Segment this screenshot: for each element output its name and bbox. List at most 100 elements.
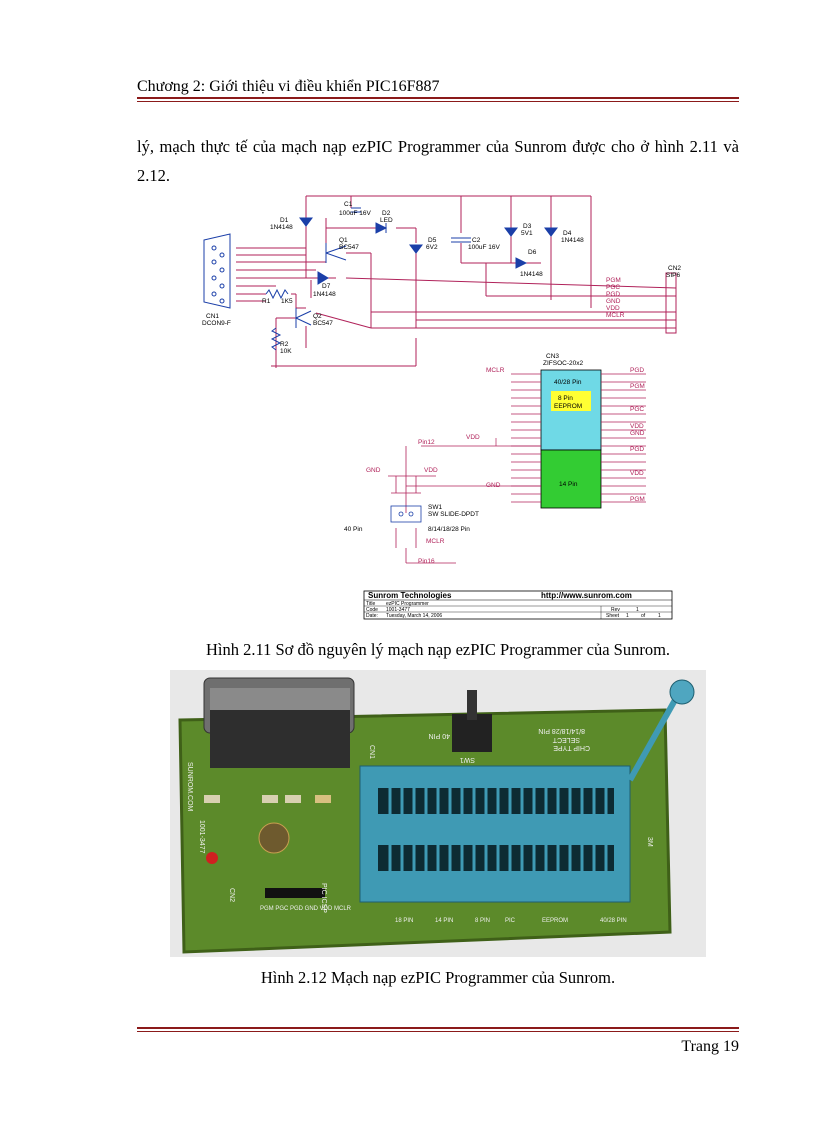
- svg-text:GND: GND: [366, 467, 381, 474]
- svg-text:5V1: 5V1: [521, 230, 533, 237]
- svg-text:D4: D4: [563, 230, 572, 237]
- svg-text:MCLR: MCLR: [606, 312, 625, 319]
- svg-text:CN1: CN1: [206, 313, 219, 320]
- svg-text:8 PIN: 8 PIN: [475, 918, 490, 924]
- svg-text:8 Pin: 8 Pin: [558, 395, 573, 402]
- svg-text:SW1: SW1: [460, 756, 475, 763]
- svg-text:EEPROM: EEPROM: [542, 918, 568, 924]
- pcb-photo: CHIP TYPE SELECT 40 PIN 8/14/18/28 PIN S…: [170, 670, 706, 957]
- svg-text:40/28 PIN: 40/28 PIN: [600, 918, 627, 924]
- svg-text:1N4148: 1N4148: [561, 237, 584, 244]
- svg-text:C2: C2: [472, 237, 481, 244]
- svg-text:PGD: PGD: [630, 367, 644, 374]
- svg-text:ZIFSOC-20x2: ZIFSOC-20x2: [543, 360, 583, 367]
- svg-text:18 PIN: 18 PIN: [395, 918, 413, 924]
- svg-text:PGM: PGM: [606, 277, 621, 284]
- svg-text:1001-3477: 1001-3477: [198, 820, 205, 854]
- svg-text:40/28 Pin: 40/28 Pin: [554, 379, 582, 386]
- running-header: Chương 2: Giới thiệu vi điều khiển PIC16…: [137, 78, 440, 95]
- svg-text:14 PIN: 14 PIN: [435, 918, 453, 924]
- svg-text:D6: D6: [528, 249, 537, 256]
- svg-text:BC547: BC547: [313, 320, 333, 327]
- svg-text:EEPROM: EEPROM: [554, 403, 582, 410]
- svg-text:PGC: PGC: [630, 406, 644, 413]
- footer-rule-thick: [137, 1027, 739, 1029]
- svg-text:CN2: CN2: [668, 265, 681, 272]
- svg-text:SW1: SW1: [428, 504, 442, 511]
- header-rule-thick: [137, 97, 739, 99]
- svg-text:CN3: CN3: [546, 353, 559, 360]
- svg-text:Q2: Q2: [313, 313, 322, 320]
- svg-text:14 Pin: 14 Pin: [559, 481, 578, 488]
- svg-text:1N4148: 1N4148: [520, 271, 543, 278]
- svg-text:10K: 10K: [280, 348, 292, 355]
- svg-text:Q1: Q1: [339, 237, 348, 244]
- svg-text:C1: C1: [344, 201, 353, 208]
- svg-text:Tuesday, March 14, 2006: Tuesday, March 14, 2006: [386, 613, 442, 619]
- svg-text:Pin12: Pin12: [418, 439, 435, 446]
- svg-text:http://www.sunrom.com: http://www.sunrom.com: [541, 591, 632, 600]
- svg-text:DCON9-F: DCON9-F: [202, 320, 231, 327]
- svg-text:1N4148: 1N4148: [313, 291, 336, 298]
- svg-text:8/14/18/28 Pin: 8/14/18/28 Pin: [428, 526, 470, 533]
- svg-text:BC547: BC547: [339, 244, 359, 251]
- svg-text:D2: D2: [382, 210, 391, 217]
- svg-text:GND: GND: [630, 430, 645, 437]
- svg-text:VDD: VDD: [606, 305, 620, 312]
- svg-text:VDD: VDD: [466, 434, 480, 441]
- svg-text:SIP6: SIP6: [666, 272, 680, 279]
- svg-text:PGD: PGD: [630, 446, 644, 453]
- svg-text:SW SLIDE-DPDT: SW SLIDE-DPDT: [428, 511, 479, 518]
- svg-text:VDD: VDD: [630, 470, 644, 477]
- svg-text:PGD: PGD: [606, 291, 620, 298]
- svg-text:VDD: VDD: [630, 423, 644, 430]
- svg-text:D5: D5: [428, 237, 437, 244]
- svg-text:8/14/18/28 PIN: 8/14/18/28 PIN: [538, 727, 585, 734]
- figure-caption-2-11: Hình 2.11 Sơ đồ nguyên lý mạch nạp ezPIC…: [205, 640, 671, 659]
- svg-text:VDD: VDD: [424, 467, 438, 474]
- svg-text:CN2: CN2: [228, 888, 235, 902]
- svg-text:PGC: PGC: [606, 284, 620, 291]
- svg-text:of: of: [641, 613, 646, 619]
- figure-caption-2-12: Hình 2.12 Mạch nạp ezPIC Programmer của …: [260, 968, 616, 987]
- svg-text:SUNROM.COM: SUNROM.COM: [186, 762, 193, 812]
- svg-text:PGM PGC PGD GND VDD MCLR: PGM PGC PGD GND VDD MCLR: [260, 906, 352, 912]
- svg-text:MCLR: MCLR: [486, 367, 505, 374]
- schematic-figure: C1 100uF 16V D2 LED D1 1N4148 Q1 BC547 D…: [202, 195, 681, 620]
- svg-text:Date:: Date:: [366, 613, 378, 619]
- svg-text:GND: GND: [606, 298, 621, 305]
- svg-text:100uF 16V: 100uF 16V: [339, 210, 371, 217]
- svg-text:3M: 3M: [646, 837, 653, 847]
- svg-text:MCLR: MCLR: [426, 538, 445, 545]
- svg-text:1N4148: 1N4148: [270, 224, 293, 231]
- svg-text:1: 1: [626, 613, 629, 619]
- svg-text:Rev: Rev: [611, 607, 620, 613]
- svg-text:CHIP TYPE: CHIP TYPE: [553, 744, 590, 751]
- svg-text:GND: GND: [486, 482, 501, 489]
- svg-text:Title: Title: [366, 601, 375, 607]
- svg-text:40 PIN: 40 PIN: [429, 732, 450, 739]
- svg-text:D1: D1: [280, 217, 289, 224]
- svg-text:R2: R2: [280, 341, 289, 348]
- svg-text:1: 1: [658, 613, 661, 619]
- svg-text:1K5: 1K5: [281, 298, 293, 305]
- svg-text:D3: D3: [523, 223, 532, 230]
- svg-text:40 Pin: 40 Pin: [344, 526, 363, 533]
- footer-rule-thin: [137, 1031, 739, 1032]
- header-rule-thin: [137, 101, 739, 102]
- svg-text:6V2: 6V2: [426, 244, 438, 251]
- svg-text:1: 1: [636, 607, 639, 613]
- page-number: Trang 19: [681, 1038, 739, 1055]
- svg-text:R1: R1: [262, 298, 271, 305]
- svg-text:Code: Code: [366, 607, 378, 613]
- svg-text:CN1: CN1: [368, 745, 375, 759]
- svg-text:1001-3477: 1001-3477: [386, 607, 410, 613]
- body-paragraph: lý, mạch thực tế của mạch nạp ezPIC Prog…: [137, 137, 739, 185]
- svg-text:100uF 16V: 100uF 16V: [468, 244, 500, 251]
- svg-text:Pin16: Pin16: [418, 558, 435, 565]
- svg-text:LED: LED: [380, 217, 393, 224]
- svg-text:PIC ICSP: PIC ICSP: [320, 883, 327, 913]
- svg-text:SELECT: SELECT: [552, 736, 580, 743]
- schematic-title-block: Sunrom Technologies http://www.sunrom.co…: [363, 590, 673, 620]
- svg-text:ezPIC Programmer: ezPIC Programmer: [386, 601, 429, 607]
